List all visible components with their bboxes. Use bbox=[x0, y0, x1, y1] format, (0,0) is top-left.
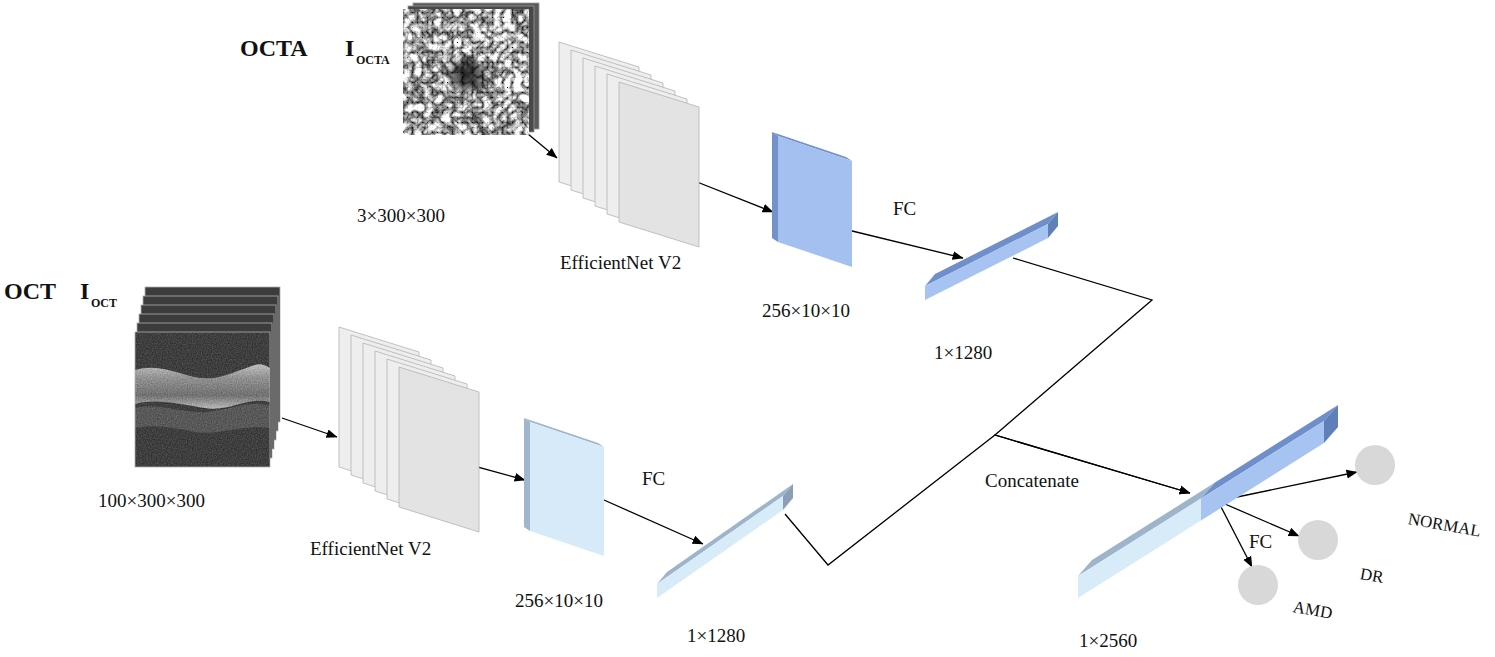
class-circle: DR bbox=[1298, 520, 1338, 560]
b-scan-ground bbox=[135, 332, 270, 467]
node-caption: 1×1280 bbox=[934, 342, 992, 365]
map-face bbox=[530, 422, 604, 556]
bar-top bbox=[657, 484, 793, 584]
bar-end bbox=[1324, 405, 1338, 443]
concat-vector: 1×2560 bbox=[1078, 405, 1338, 598]
modality-label: I bbox=[80, 277, 89, 306]
bar-top bbox=[925, 212, 1058, 286]
subscript-label: OCTA bbox=[356, 53, 390, 67]
edge-label: FC bbox=[642, 468, 665, 491]
connector-arrow bbox=[604, 500, 703, 544]
modality-label: OCT bbox=[4, 277, 56, 306]
bar-end bbox=[783, 484, 793, 510]
class-circle: AMD bbox=[1238, 565, 1278, 605]
vector-bar-art bbox=[657, 484, 793, 598]
node-caption: 256×10×10 bbox=[515, 590, 603, 613]
bar-front bbox=[657, 496, 783, 598]
feature-vector: 1×1280 bbox=[925, 212, 1058, 300]
edge-label: FC bbox=[893, 198, 916, 221]
image-base bbox=[403, 9, 529, 135]
node-caption: DR bbox=[1358, 564, 1385, 588]
connector-arrow bbox=[282, 418, 337, 437]
subscript-label: OCT bbox=[91, 296, 117, 310]
fovea bbox=[445, 55, 489, 95]
node-caption: 1×2560 bbox=[1079, 630, 1137, 653]
edge-label: FC bbox=[1249, 531, 1272, 554]
efficientnet-art bbox=[337, 325, 481, 534]
layer-plate bbox=[399, 367, 479, 532]
bar-top-oct bbox=[1078, 483, 1215, 577]
front-b-scan bbox=[135, 332, 270, 467]
b-scan-border bbox=[135, 332, 270, 467]
vessel-texture bbox=[403, 9, 529, 135]
class-circle-art bbox=[1238, 565, 1278, 605]
node-caption: AMD bbox=[1291, 597, 1334, 624]
node-caption: EfficientNet V2 bbox=[310, 538, 431, 561]
connector-arrow bbox=[1218, 501, 1299, 536]
efficientnet-stack: EfficientNet V2 bbox=[337, 325, 481, 534]
modality-label: I bbox=[345, 34, 354, 63]
node-caption: 100×300×300 bbox=[98, 490, 205, 513]
speckle-texture bbox=[135, 332, 270, 467]
class-dot bbox=[1355, 445, 1395, 485]
efficientnet-art bbox=[557, 40, 701, 249]
bar-front bbox=[925, 224, 1048, 300]
map-side bbox=[772, 132, 778, 242]
connector-arrow bbox=[692, 180, 773, 212]
feature-map: 256×10×10 bbox=[524, 418, 604, 556]
oct-volume: 100×300×300 bbox=[135, 287, 281, 468]
node-caption: 1×1280 bbox=[687, 625, 745, 648]
connector-arrow bbox=[528, 134, 557, 158]
node-caption: 3×300×300 bbox=[357, 205, 445, 228]
modality-label: OCTA bbox=[240, 34, 308, 63]
bar-front-oct bbox=[1078, 499, 1201, 599]
map-side bbox=[524, 418, 530, 531]
node-caption: EfficientNet V2 bbox=[560, 252, 681, 275]
layer-plate bbox=[619, 82, 699, 247]
concat-bar-art bbox=[1078, 405, 1338, 598]
bar-top-octa bbox=[1201, 405, 1338, 499]
class-circle-art bbox=[1355, 445, 1395, 485]
connector-arrow bbox=[1218, 501, 1252, 567]
oct-volume-art bbox=[135, 287, 281, 468]
class-circle: NORMAL bbox=[1355, 445, 1395, 485]
feature-map-art bbox=[524, 418, 604, 556]
node-caption: 256×10×10 bbox=[762, 300, 850, 323]
efficientnet-stack: EfficientNet V2 bbox=[557, 40, 701, 249]
class-circle-art bbox=[1298, 520, 1338, 560]
feature-map-art bbox=[772, 132, 852, 267]
feature-vector: 1×1280 bbox=[657, 484, 793, 598]
vector-bar-art bbox=[925, 212, 1058, 300]
octa-image: 3×300×300 bbox=[403, 3, 539, 135]
bar-front-octa bbox=[1201, 421, 1324, 521]
class-dot bbox=[1238, 565, 1278, 605]
edge-label: Concatenate bbox=[985, 470, 1079, 493]
connector-arrow bbox=[848, 230, 963, 258]
map-face bbox=[778, 136, 852, 267]
feature-map: 256×10×10 bbox=[772, 132, 852, 267]
node-caption: NORMAL bbox=[1406, 509, 1482, 542]
bar-end bbox=[1048, 212, 1058, 238]
octa-image-art bbox=[403, 3, 539, 135]
connector-arrow bbox=[995, 258, 1190, 493]
class-dot bbox=[1298, 520, 1338, 560]
